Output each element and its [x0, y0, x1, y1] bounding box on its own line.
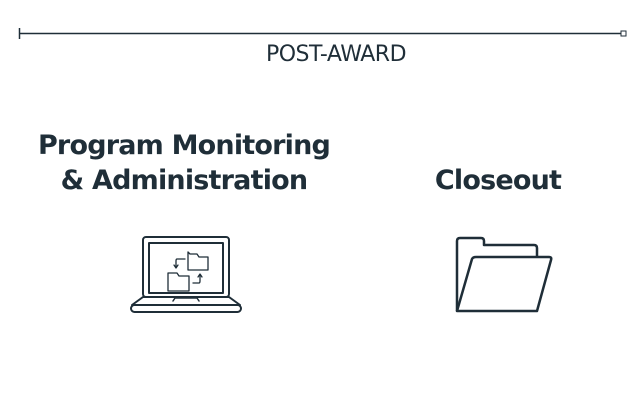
phase-heading-line1: Program Monitoring — [37, 130, 331, 161]
open-folder-icon — [455, 236, 553, 313]
timeline-bar — [18, 28, 627, 39]
phase-heading-closeout: Closeout — [434, 165, 562, 196]
section-title: POST-AWARD — [265, 42, 407, 67]
timeline-end-marker — [620, 30, 627, 37]
laptop-folders-icon — [130, 236, 242, 313]
phase-heading-program-monitoring: Program Monitoring & Administration — [24, 128, 344, 198]
phase-heading-line2: & Administration — [60, 165, 308, 196]
